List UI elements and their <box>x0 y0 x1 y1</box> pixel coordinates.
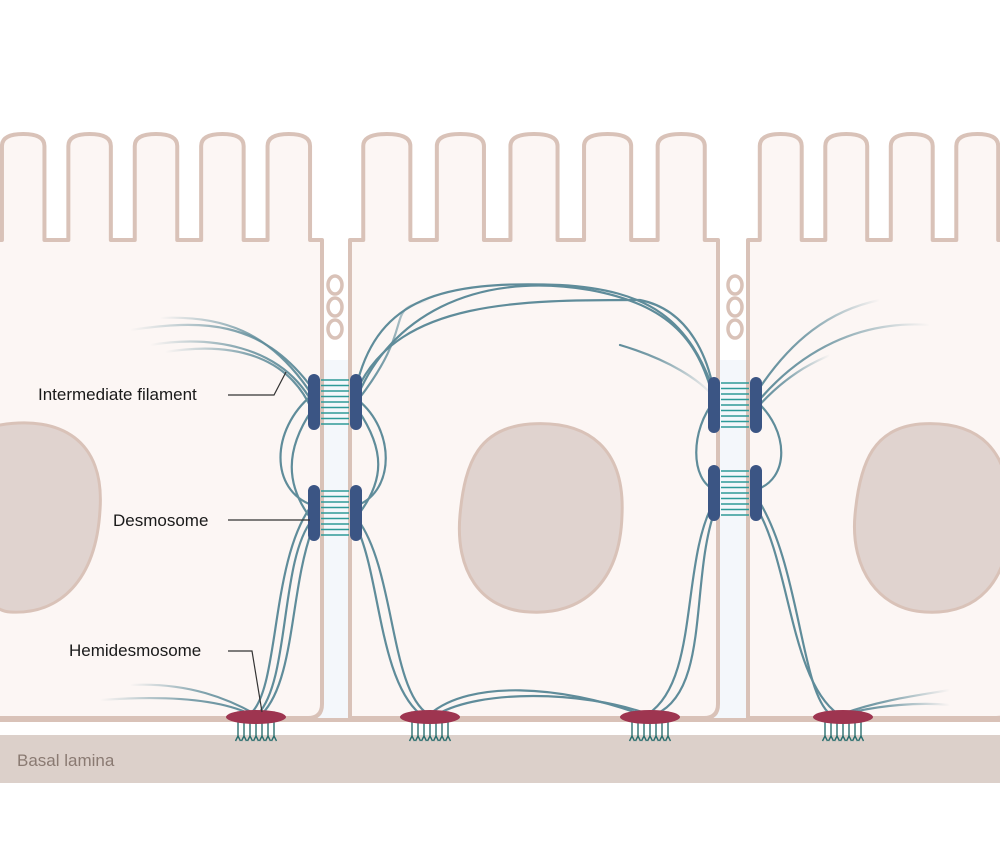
intermediate-filament <box>356 528 422 716</box>
desmosome-plaque <box>350 485 362 541</box>
intermediate-filament <box>128 683 257 716</box>
intermediate-filament <box>158 316 314 397</box>
hemidesmosome-plaque <box>226 710 286 724</box>
intermediate-filament <box>753 398 783 492</box>
integrin-foot <box>408 734 416 742</box>
label-basal-lamina: Basal lamina <box>17 751 115 770</box>
desmosome-lower-right <box>708 465 762 521</box>
intermediate-filament <box>356 408 380 517</box>
integrin-foot <box>444 734 452 742</box>
integrin-foot <box>246 734 254 742</box>
tight-junction <box>326 274 344 296</box>
desmosome-plaque <box>350 374 362 430</box>
tight-junction <box>726 274 744 296</box>
integrin-foot <box>821 734 829 742</box>
intermediate-filament <box>148 340 314 404</box>
nucleus <box>457 422 624 614</box>
intermediate-filament <box>695 398 717 492</box>
intermediate-filament <box>356 283 717 397</box>
leader-hemidesmosome <box>228 650 263 713</box>
nucleus <box>0 421 102 614</box>
desmosome-upper-right <box>708 377 762 433</box>
integrin-foot <box>234 734 242 742</box>
integrin-foot <box>426 734 434 742</box>
intermediate-filament <box>646 498 717 716</box>
integrin-foot <box>839 734 847 742</box>
tight-junction <box>726 296 744 318</box>
desmosome-plaque <box>308 374 320 430</box>
intermediate-filament <box>290 408 314 522</box>
intermediate-filament <box>753 323 932 407</box>
hemidesmosome-plaque <box>400 710 460 724</box>
nucleus <box>852 422 1000 614</box>
integrin-foot <box>658 734 666 742</box>
desmosome-plaque <box>750 377 762 433</box>
intermediate-filament <box>753 493 832 716</box>
intermediate-filament <box>356 518 430 716</box>
desmosome-upper-left <box>308 374 362 430</box>
intermediate-filament <box>840 688 952 716</box>
desmosome-plaque <box>708 377 720 433</box>
intermediate-filament <box>753 353 832 412</box>
tight-junction <box>326 296 344 318</box>
integrin-foot <box>652 734 660 742</box>
integrin-foot <box>851 734 859 742</box>
intermediate-filament <box>163 347 314 412</box>
hemidesmosome-1 <box>226 710 286 742</box>
leader-intermediate-filament <box>228 371 287 396</box>
desmosome-lower-left <box>308 485 362 541</box>
desmosome-plaque <box>708 465 720 521</box>
intermediate-filament <box>356 298 717 402</box>
integrin-foot <box>646 734 654 742</box>
integrin-foot <box>628 734 636 742</box>
hemidesmosome-4 <box>813 710 873 742</box>
integrin-foot <box>240 734 248 742</box>
integrin-foot <box>438 734 446 742</box>
basal-lamina <box>0 735 1000 783</box>
integrin-foot <box>270 734 278 742</box>
intermediate-filament <box>256 518 314 716</box>
intermediate-filament <box>753 298 882 397</box>
label-desmosome: Desmosome <box>113 511 208 530</box>
tight-junction <box>326 318 344 340</box>
hemidesmosome-3 <box>620 710 680 742</box>
integrin-foot <box>252 734 260 742</box>
intermediate-filament <box>128 323 314 390</box>
integrin-foot <box>420 734 428 742</box>
integrin-foot <box>833 734 841 742</box>
intermediate-filament <box>356 298 432 402</box>
intermediate-filament <box>753 503 840 716</box>
hemidesmosome-plaque <box>813 710 873 724</box>
integrin-foot <box>264 734 272 742</box>
integrin-foot <box>258 734 266 742</box>
label-intermediate-filament: Intermediate filament <box>38 385 197 404</box>
intermediate-filament <box>654 508 717 716</box>
intermediate-filament <box>356 284 717 407</box>
integrin-foot <box>857 734 865 742</box>
intermediate-filament <box>98 697 252 716</box>
integrin-foot <box>414 734 422 742</box>
integrin-foot <box>634 734 642 742</box>
tight-junction <box>726 318 744 340</box>
integrin-foot <box>664 734 672 742</box>
integrin-foot <box>432 734 440 742</box>
cell-right <box>746 132 1000 720</box>
hemidesmosome-2 <box>400 710 460 742</box>
hemidesmosome-plaque <box>620 710 680 724</box>
desmosome-plaque <box>308 485 320 541</box>
desmosome-plaque <box>750 465 762 521</box>
intermediate-filament <box>260 528 314 716</box>
integrin-foot <box>845 734 853 742</box>
intermediate-filament <box>436 694 650 716</box>
integrin-foot <box>827 734 835 742</box>
integrin-foot <box>640 734 648 742</box>
label-hemidesmosome: Hemidesmosome <box>69 641 201 660</box>
